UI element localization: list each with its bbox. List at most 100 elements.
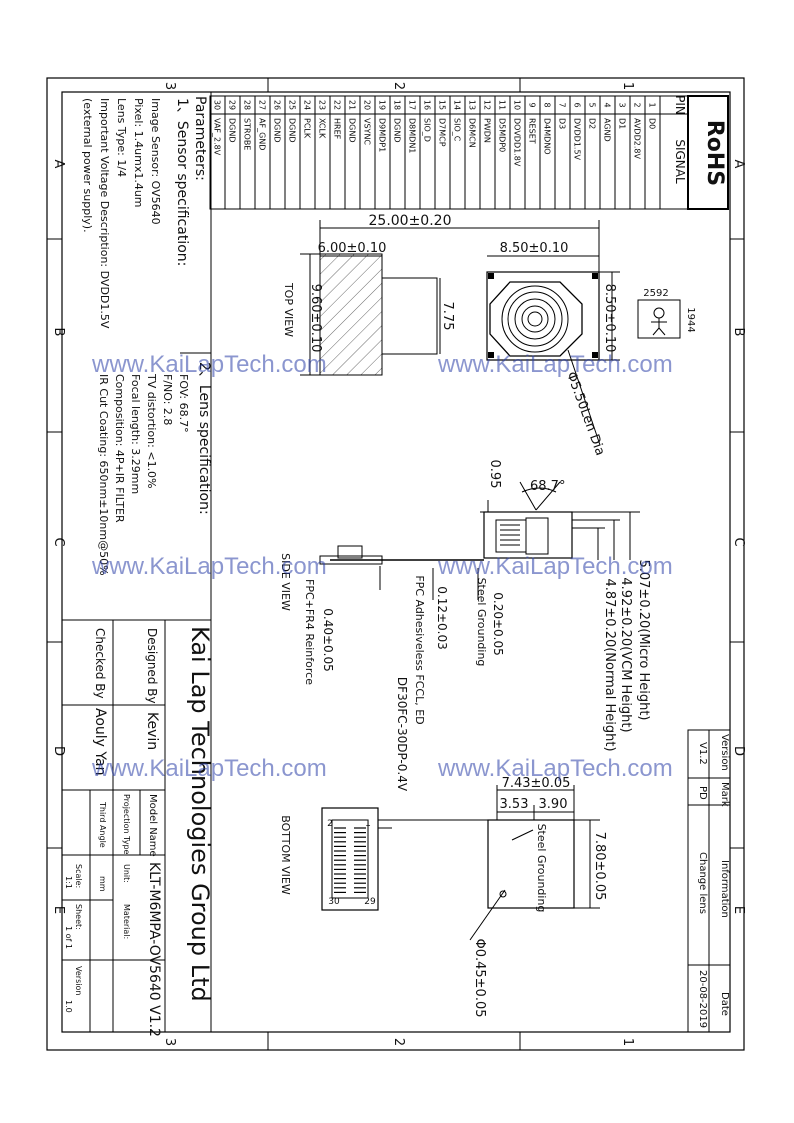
lens-spec-line: FOV: 68.7°: [177, 374, 190, 433]
pin-number: 1: [648, 102, 657, 107]
top-view: [300, 220, 681, 446]
pin-signal: STROBE: [243, 118, 252, 150]
pin-signal: D8MDN1: [408, 118, 417, 153]
pin-signal: DOVDD1.8V: [513, 118, 522, 167]
sheet-value: 1 of 1: [64, 926, 73, 949]
rev-version: V1.2: [697, 742, 708, 765]
pin-number: 19: [378, 100, 387, 110]
pin-number: 15: [438, 100, 447, 110]
version-value: 1.0: [64, 1000, 73, 1013]
title-block-text: Kai Lap Technologies Group Ltd Designed B…: [64, 626, 214, 1037]
pin-number: 21: [348, 100, 357, 110]
fpc-connector-pad: [321, 807, 379, 911]
model-name-label: Model Name: [147, 794, 158, 857]
designed-by-label: Designed By: [145, 628, 159, 704]
rev-header-date: Date: [719, 992, 730, 1016]
svg-text:3: 3: [162, 1038, 177, 1046]
pin-number: 8: [543, 102, 552, 107]
bottom-view: [321, 785, 600, 941]
connector-pins: [334, 827, 366, 894]
side-view-labels: 68.7° 0.95 5.07±0.20(Micro Height) 4.92±…: [279, 460, 651, 792]
pin-number: 17: [408, 100, 417, 110]
pin-number: 12: [483, 100, 492, 110]
pin-number: 13: [468, 100, 477, 110]
lens-holder-octagon: [489, 281, 583, 357]
pin-number: 27: [258, 100, 267, 110]
svg-text:B: B: [731, 328, 746, 337]
scale-value: 1:1: [64, 876, 73, 889]
pin-signal: DGND: [348, 118, 357, 143]
stiffener-plate: [319, 253, 383, 376]
steel-grounding-label: Steel Grounding: [475, 578, 488, 667]
dim-micro: 5.07±0.20(Micro Height): [636, 559, 651, 720]
pin-number: 9: [528, 102, 537, 107]
pin-table: PINSIGNAL1D02AVDD2.8V3D14AGND5D26DVDD1.5…: [209, 95, 689, 210]
board-connector: [331, 819, 369, 899]
svg-text:3: 3: [162, 82, 177, 90]
rev-header-version: Version: [719, 734, 730, 771]
watermark-text: www.KaiLapTech.com: [91, 351, 327, 378]
pin-signal: VAF_2.8V: [213, 118, 222, 156]
params-title: Parameters:: [192, 96, 208, 181]
pcb-label: FPC+FR4 Reinforce: [303, 579, 316, 685]
svg-text:D: D: [731, 746, 746, 756]
grid-labels: A B C D E A B C D E 1 2 3 1 2 3: [51, 82, 746, 1046]
lens-center: [527, 311, 543, 327]
dim-inner: 7.75: [440, 302, 455, 331]
dim-height: 9.60±0.10: [308, 284, 323, 353]
sticker-height: 1944: [685, 307, 696, 332]
dim-vcm: 4.92±0.20(VCM Height): [618, 577, 633, 732]
lens-inner: [514, 298, 556, 340]
sensor-spec-line: Pixel: 1.4umx1.4um: [132, 98, 145, 208]
dim-743: 7.43±0.05: [502, 776, 571, 791]
sensor-spec-line: Important Voltage Description: DVDD1.5V: [98, 98, 111, 329]
pin-number: 30: [213, 100, 222, 110]
pin-signal: D9MDP1: [378, 118, 387, 152]
pin-number: 7: [558, 102, 567, 107]
pin-number: 14: [453, 100, 462, 110]
company-name: Kai Lap Technologies Group Ltd: [186, 626, 214, 1002]
pin-number: 5: [588, 102, 597, 107]
rev-information: Change lens: [697, 852, 708, 914]
top-view-label: TOP VIEW: [282, 282, 295, 337]
projection-value: Third Angle: [98, 801, 107, 848]
pin-table-frame: [209, 95, 689, 210]
pin-number: 2: [633, 102, 642, 107]
pin-signal: D1: [618, 118, 627, 129]
pin-signal: RESET: [528, 118, 537, 144]
svg-text:E: E: [731, 906, 746, 914]
pin-signal: PCLK: [303, 118, 312, 139]
checked-by-value: Aouly Yan: [92, 708, 108, 775]
lens-spec-line: F/NO: 2.8: [161, 374, 174, 425]
watermark-text: www.KaiLapTech.com: [91, 553, 327, 580]
svg-text:1: 1: [620, 82, 635, 90]
dim-353: 3.53: [500, 797, 529, 812]
rev-date: 20-08-2019: [697, 970, 708, 1028]
dim-module: 8.50±0.10: [500, 241, 569, 256]
watermark-text: www.KaiLapTech.com: [91, 755, 327, 782]
connector-pin-29: 29: [364, 897, 376, 907]
pin-signal: DGND: [288, 118, 297, 143]
unit-value: mm: [98, 876, 107, 892]
fpc-label: FPC Adhesiveless FCCL, ED: [413, 575, 426, 724]
pin-signal: SIO_D: [423, 118, 432, 142]
connector-pin-30: 30: [328, 897, 340, 907]
pin-signal: DGND: [273, 118, 282, 143]
dim-fpc: 0.12±0.03: [435, 586, 449, 650]
svg-text:A: A: [731, 160, 746, 169]
parameters-text: Parameters:1、Sensor specification:Image …: [81, 96, 212, 576]
lens-spec-line: Focal length: 3.29mm: [129, 374, 142, 494]
sticker-width: 2592: [643, 288, 668, 299]
lens-ring: [507, 291, 563, 347]
dim-780: 7.80±0.05: [592, 832, 607, 901]
dim-normal: 4.87±0.20(Normal Height): [602, 578, 617, 751]
pin-number: 26: [273, 100, 282, 110]
revision-block: [687, 729, 731, 1033]
dim-total: 25.00±0.20: [369, 213, 452, 229]
dim-095: 0.95: [487, 460, 502, 489]
material-label: Material:: [122, 904, 131, 939]
svg-text:2: 2: [391, 82, 406, 90]
rev-header-mark: Mark: [719, 782, 730, 807]
pin-number: 25: [288, 100, 297, 110]
